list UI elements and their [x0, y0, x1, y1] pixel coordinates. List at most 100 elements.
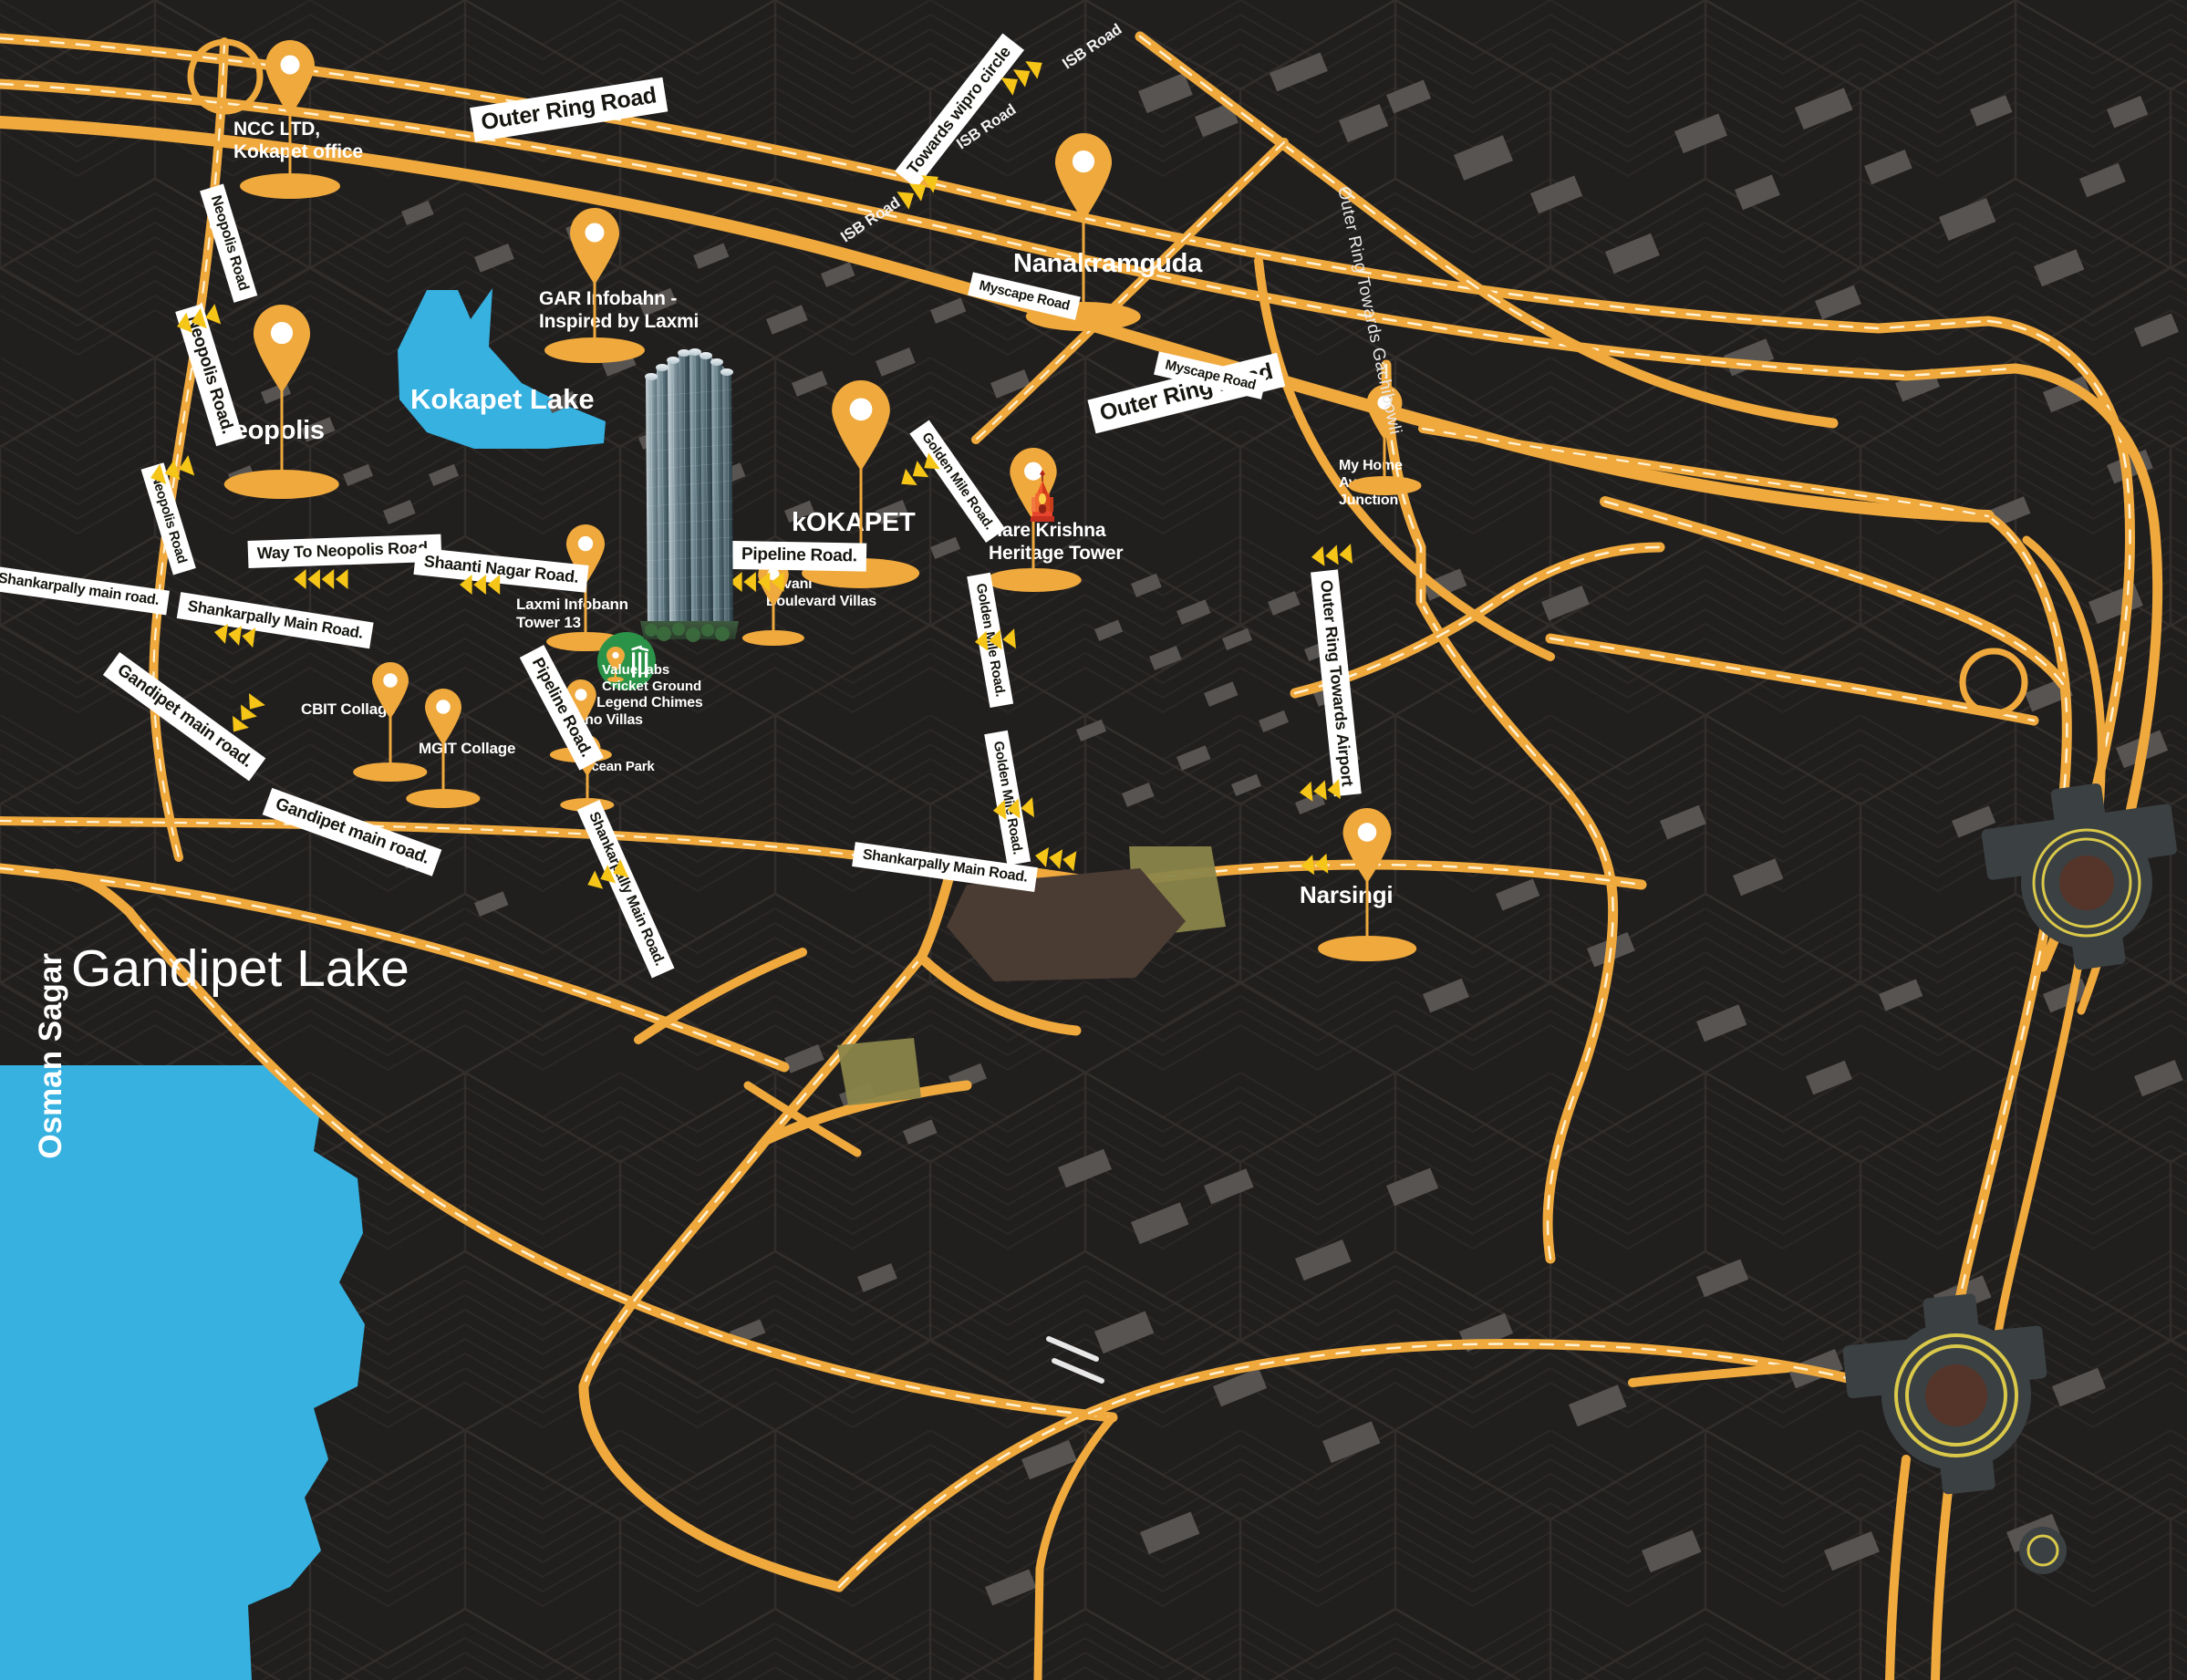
roundabout-orr-gachibowli: [1981, 783, 2177, 970]
pin-base-ellipse: [223, 469, 339, 499]
pin-marker-icon: [1051, 133, 1115, 222]
pin-base-ellipse: [544, 337, 645, 363]
roundabout-small-bottom: [2019, 1527, 2067, 1574]
cricket-stumps-icon: [606, 645, 649, 682]
road-label-neopolis-road: Neopolis Road: [200, 183, 258, 303]
chevron-icon: [212, 622, 229, 644]
chevron-icon: [1312, 780, 1327, 802]
pin-stem: [593, 281, 596, 337]
pin-base-ellipse: [353, 762, 428, 782]
map-pin-cbit-collage[interactable]: [353, 662, 428, 785]
pin-stem: [280, 389, 284, 470]
direction-chevrons-chev-shankar-right: [1033, 845, 1077, 872]
area-label-kokapet-lake: Kokapet Lake: [410, 383, 595, 415]
road-label-shankarpally-main-road: Shankarpally main road.: [0, 565, 171, 616]
chevron-icon: [294, 568, 306, 590]
direction-chevrons-chev-airport-b: [1298, 779, 1341, 803]
chevron-icon: [1326, 779, 1341, 801]
pin-base-ellipse: [986, 567, 1082, 593]
pin-marker-icon: [249, 305, 314, 393]
pin-marker-icon: [262, 40, 318, 117]
badge-label-valuelabs-cricket-ground: ValueLabs Cricket Ground: [602, 662, 702, 694]
pin-label-narsingi: Narsingi: [1300, 881, 1394, 908]
pin-stem: [389, 715, 392, 763]
pin-base-ellipse: [1348, 476, 1421, 495]
pin-label-mgit-collage: MGIT Collage: [419, 740, 516, 757]
map-pin-mgit-collage[interactable]: [406, 689, 481, 812]
area-label-osman-sagar: Osman Sagar: [33, 953, 68, 1159]
tower-ground-plate: [947, 868, 1186, 981]
direction-chevrons-chev-neopolis-b: [147, 455, 195, 489]
chevron-icon: [321, 568, 335, 590]
pin-stem: [584, 580, 587, 632]
direction-chevrons-chev-gandipet: [225, 693, 265, 738]
map-pin-my-home-avatar-junction[interactable]: [1348, 385, 1421, 499]
chevron-icon: [1033, 845, 1050, 867]
direction-chevrons-chev-shaanti: [460, 574, 501, 596]
pin-stem: [288, 113, 292, 173]
pin-label-nanakramguda: Nanakramguda: [1013, 249, 1203, 278]
pin-stem: [586, 773, 589, 799]
chevron-icon: [771, 571, 784, 593]
pin-marker-icon: [827, 380, 894, 472]
plot-legend-chimes: [837, 1038, 921, 1105]
chevron-icon: [991, 799, 1007, 821]
chevron-icon: [1298, 781, 1313, 803]
pin-marker-icon: [566, 208, 623, 285]
chevron-icon: [1020, 797, 1034, 819]
map-pin-ncc-ltd-kokapet-office[interactable]: [240, 40, 340, 202]
badge-valuelabs-cricket-ground[interactable]: [597, 632, 656, 690]
pin-base-ellipse: [240, 173, 340, 199]
hare-krishna-temple-icon: [1031, 470, 1054, 522]
pin-marker-icon: [1364, 385, 1405, 441]
chevron-icon: [240, 626, 256, 648]
pin-marker-icon: [422, 689, 464, 746]
chevron-icon: [1324, 544, 1339, 566]
direction-chevrons-chev-neopolis-way: [294, 568, 348, 590]
pin-stem: [1365, 879, 1369, 937]
pin-marker-icon: [1007, 448, 1061, 521]
chevron-icon: [1313, 853, 1329, 875]
chevron-icon: [988, 629, 1002, 651]
chevron-icon: [1310, 545, 1325, 567]
road-label-outer-ring-towards-airport: Outer Ring Towards Airport: [1311, 569, 1362, 797]
road-label-way-to-neopolis-road: Way To Neopolis Road.: [247, 534, 442, 568]
pin-marker-icon: [564, 679, 598, 728]
chevron-icon: [1338, 544, 1353, 565]
map-pin-neopolis[interactable]: [223, 305, 339, 503]
pin-marker-icon: [369, 662, 411, 720]
chevron-icon: [473, 574, 486, 596]
pin-stem: [1383, 436, 1386, 477]
pin-marker-icon: [564, 524, 607, 585]
chevron-icon: [1300, 855, 1315, 876]
pin-stem: [441, 741, 445, 790]
chevron-icon: [1061, 849, 1077, 872]
chevron-icon: [487, 574, 501, 596]
junction-ring-my-home-avatar: [1959, 648, 2028, 717]
map-pin-hare-krishna-heritage-tower[interactable]: [986, 448, 1082, 596]
road-label-shankarpally-main-road: Shankarpally Main Road.: [176, 592, 374, 649]
pin-base-ellipse: [742, 630, 805, 647]
road-text-isb-road: ISB Road: [837, 193, 904, 246]
chevron-icon: [460, 574, 472, 596]
pin-label-kokapet: kOKAPET: [792, 508, 916, 537]
map-pin-narsingi[interactable]: [1318, 808, 1417, 965]
pin-stem: [1031, 516, 1035, 568]
chevron-icon: [1006, 798, 1021, 820]
chevron-icon: [757, 571, 771, 593]
chevron-icon: [1047, 847, 1063, 869]
pin-base-ellipse: [406, 789, 481, 808]
direction-chevrons-chev-airport-a: [1310, 544, 1353, 567]
pin-stem: [772, 603, 775, 631]
roundabout-narsingi: [1842, 1293, 2047, 1495]
direction-chevrons-chev-golden-b: [973, 628, 1016, 652]
direction-chevrons-chev-shankarpally-main: [212, 622, 256, 648]
road-text-isb-road: ISB Road: [1059, 20, 1125, 73]
map-pin-gar-infobahn[interactable]: [544, 208, 645, 367]
road-label-outer-ring-road: Outer Ring Road: [470, 77, 669, 142]
pin-label-hare-krishna-heritage-tower: Hare Krishna Heritage Tower: [989, 520, 1124, 564]
chevron-icon: [743, 571, 756, 593]
water-gandipet-lake: [0, 1065, 365, 1680]
